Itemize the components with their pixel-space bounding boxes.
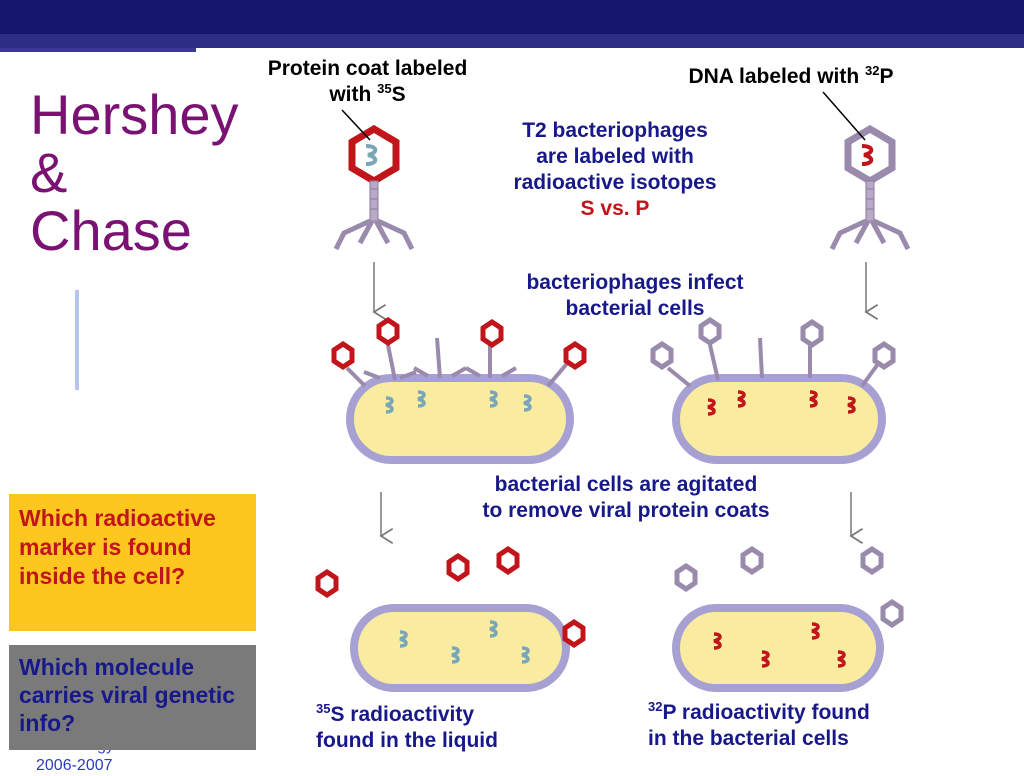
label-result-s-line2: found in the liquid	[316, 729, 498, 752]
label-result-p: 32P radioactivity found in the bacterial…	[648, 700, 928, 752]
pointer-line-protein	[341, 109, 371, 141]
question-box-molecule: Which molecule carries viral genetic inf…	[9, 645, 256, 750]
label-result-s: 35S radioactivity found in the liquid	[316, 702, 556, 754]
label-result-s-text: S radioactivity	[330, 703, 475, 726]
label-dna-element: P	[879, 65, 894, 88]
title-accent-line	[75, 290, 79, 390]
label-agitate-line1: bacterial cells are agitated	[494, 473, 758, 496]
label-dna: DNA labeled with 32P	[660, 64, 922, 90]
label-protein-coat: Protein coat labeled with 35S	[240, 56, 495, 108]
header-bar-accent	[0, 48, 196, 52]
infected-cell-left	[331, 316, 587, 464]
label-protein-coat-line2: with 35S	[240, 82, 495, 108]
label-protein-coat-with: with	[329, 83, 378, 106]
label-s-vs-p: S vs. P	[580, 197, 650, 220]
result-cell-right	[672, 545, 904, 692]
label-agitate-line2: to remove viral protein coats	[482, 499, 770, 522]
label-infect: bacteriophages infect bacterial cells	[495, 270, 775, 322]
title-line-3: Chase	[30, 199, 192, 262]
slide-title: Hershey & Chase	[30, 86, 239, 260]
label-dna-sup: 32	[865, 63, 880, 78]
label-t2-line2: are labeled with	[536, 145, 694, 168]
label-t2-line1: T2 bacteriophages	[522, 119, 708, 142]
header-bar	[0, 0, 1024, 34]
label-protein-coat-sup: 35	[377, 81, 392, 96]
result-cell-left	[315, 545, 586, 692]
footer-line2: 2006-2007	[36, 757, 113, 774]
label-result-p-sup: 32	[648, 699, 663, 714]
label-infect-line1: bacteriophages infect	[526, 271, 744, 294]
label-t2-line3: radioactive isotopes	[513, 171, 717, 194]
title-line-1: Hershey	[30, 83, 239, 146]
label-result-p-text: P radioactivity found	[662, 701, 870, 724]
phage-dna-labeled	[829, 124, 911, 251]
label-infect-line2: bacterial cells	[565, 297, 705, 320]
pointer-line-dna	[822, 91, 866, 141]
label-agitate: bacterial cells are agitated to remove v…	[444, 472, 808, 524]
label-result-p-line1: 32P radioactivity found	[648, 700, 928, 726]
label-protein-coat-line1: Protein coat labeled	[267, 57, 468, 80]
label-dna-text: DNA labeled with	[688, 65, 866, 88]
label-result-p-line2: in the bacterial cells	[648, 727, 849, 750]
label-result-s-sup: 35	[316, 701, 331, 716]
label-result-s-line1: 35S radioactivity	[316, 702, 556, 728]
question-box-marker: Which radioactive marker is found inside…	[9, 494, 256, 631]
label-t2-phages: T2 bacteriophages are labeled with radio…	[480, 118, 750, 196]
phage-protein-labeled	[333, 124, 415, 251]
title-line-2: &	[30, 141, 68, 204]
infected-cell-right	[650, 316, 896, 464]
header-bar-secondary	[0, 34, 1024, 48]
label-protein-coat-element: S	[391, 83, 406, 106]
